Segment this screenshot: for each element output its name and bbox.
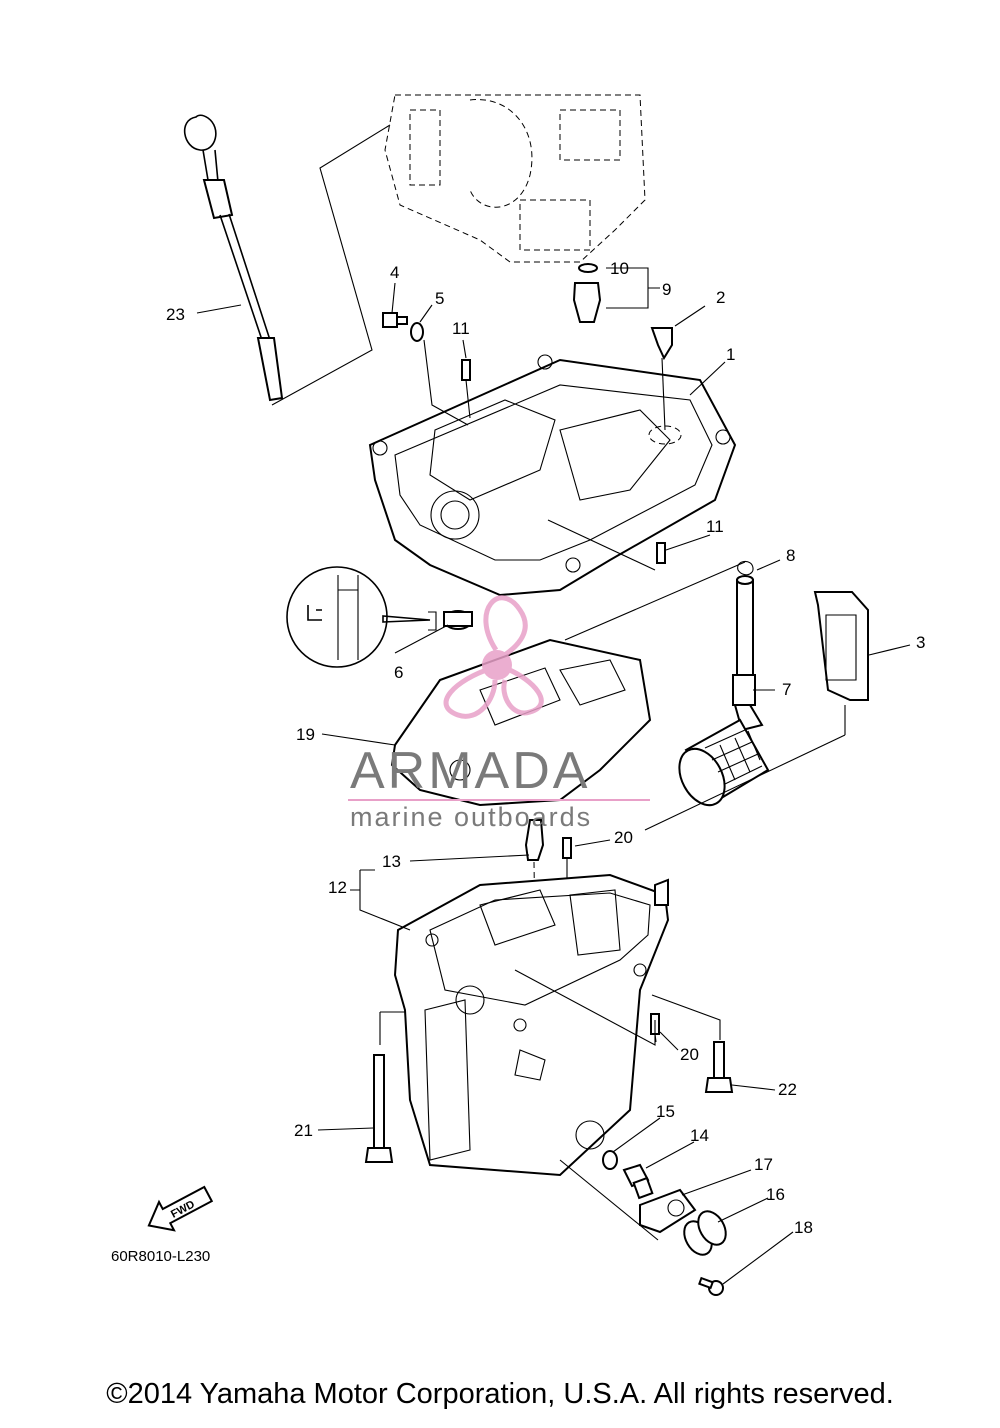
label-10: 10 [610,259,629,278]
dowel-pin-11b[interactable] [656,542,666,564]
gasket-17[interactable] [639,1188,697,1234]
label-17: 17 [754,1155,773,1174]
drain-plug-top[interactable] [650,327,673,361]
upper-oil-pan[interactable] [368,354,737,597]
bolt-21[interactable] [364,1054,394,1163]
label-3: 3 [916,633,925,652]
clip-8[interactable] [737,560,754,576]
dipstick-leader [271,124,391,406]
washer-5[interactable] [410,322,424,342]
engine-block-outline [384,94,646,263]
fitting-9[interactable] [572,282,602,323]
assembly-leader [564,561,746,641]
label-13: 13 [382,852,401,871]
propeller-logo-icon [443,595,544,719]
dowel-pin-11a[interactable] [461,359,471,381]
plug-16[interactable] [679,1206,732,1259]
lower-oil-pan[interactable] [393,873,670,1177]
label-16: 16 [766,1185,785,1204]
fitting-13[interactable] [524,819,545,861]
label-1: 1 [726,345,735,364]
oil-strainer[interactable] [670,718,770,813]
label-11b: 11 [706,517,724,536]
diagram-code: 60R8010-L230 [111,1248,210,1265]
dowel-pin-20a[interactable] [562,837,572,859]
label-14: 14 [690,1126,709,1145]
oil-seal-6[interactable] [443,610,473,630]
bolt-4[interactable] [382,312,408,328]
label-20a: 20 [614,828,633,847]
label-22: 22 [778,1080,797,1099]
watermark-brand: ARMADA [350,742,590,800]
label-7: 7 [782,680,791,699]
label-6: 6 [394,663,403,682]
label-2: 2 [716,288,725,307]
label-12: 12 [328,878,347,897]
cover-3[interactable] [813,591,869,701]
oil-strainer-pipe-7[interactable] [732,575,764,732]
label-15: 15 [656,1102,675,1121]
part-number-labels: 1 2 3 4 5 6 7 8 9 10 11 11 12 13 14 15 1… [166,259,925,1237]
seal-detail-callout [286,566,388,668]
label-8: 8 [786,546,795,565]
armada-watermark: ARMADA marine outboards [348,595,650,832]
oil-dipstick[interactable] [184,114,284,402]
label-18: 18 [794,1218,813,1237]
label-5: 5 [435,289,444,308]
bolt-22[interactable] [704,1041,734,1093]
watermark-tagline: marine outboards [350,802,592,832]
fwd-arrow-icon: FWD [147,1185,214,1232]
copyright-notice: ©2014 Yamaha Motor Corporation, U.S.A. A… [106,1378,894,1410]
label-19: 19 [296,725,315,744]
label-23: 23 [166,305,185,324]
label-21: 21 [294,1121,313,1140]
label-9: 9 [662,280,671,299]
label-20b: 20 [680,1045,699,1064]
leader-lines [196,282,911,1285]
o-ring-10[interactable] [578,263,598,273]
screw-18[interactable] [698,1276,724,1296]
washer-15[interactable] [602,1150,618,1170]
label-11a: 11 [452,319,470,338]
drain-bolt-14[interactable] [622,1163,654,1200]
label-4: 4 [390,263,399,282]
